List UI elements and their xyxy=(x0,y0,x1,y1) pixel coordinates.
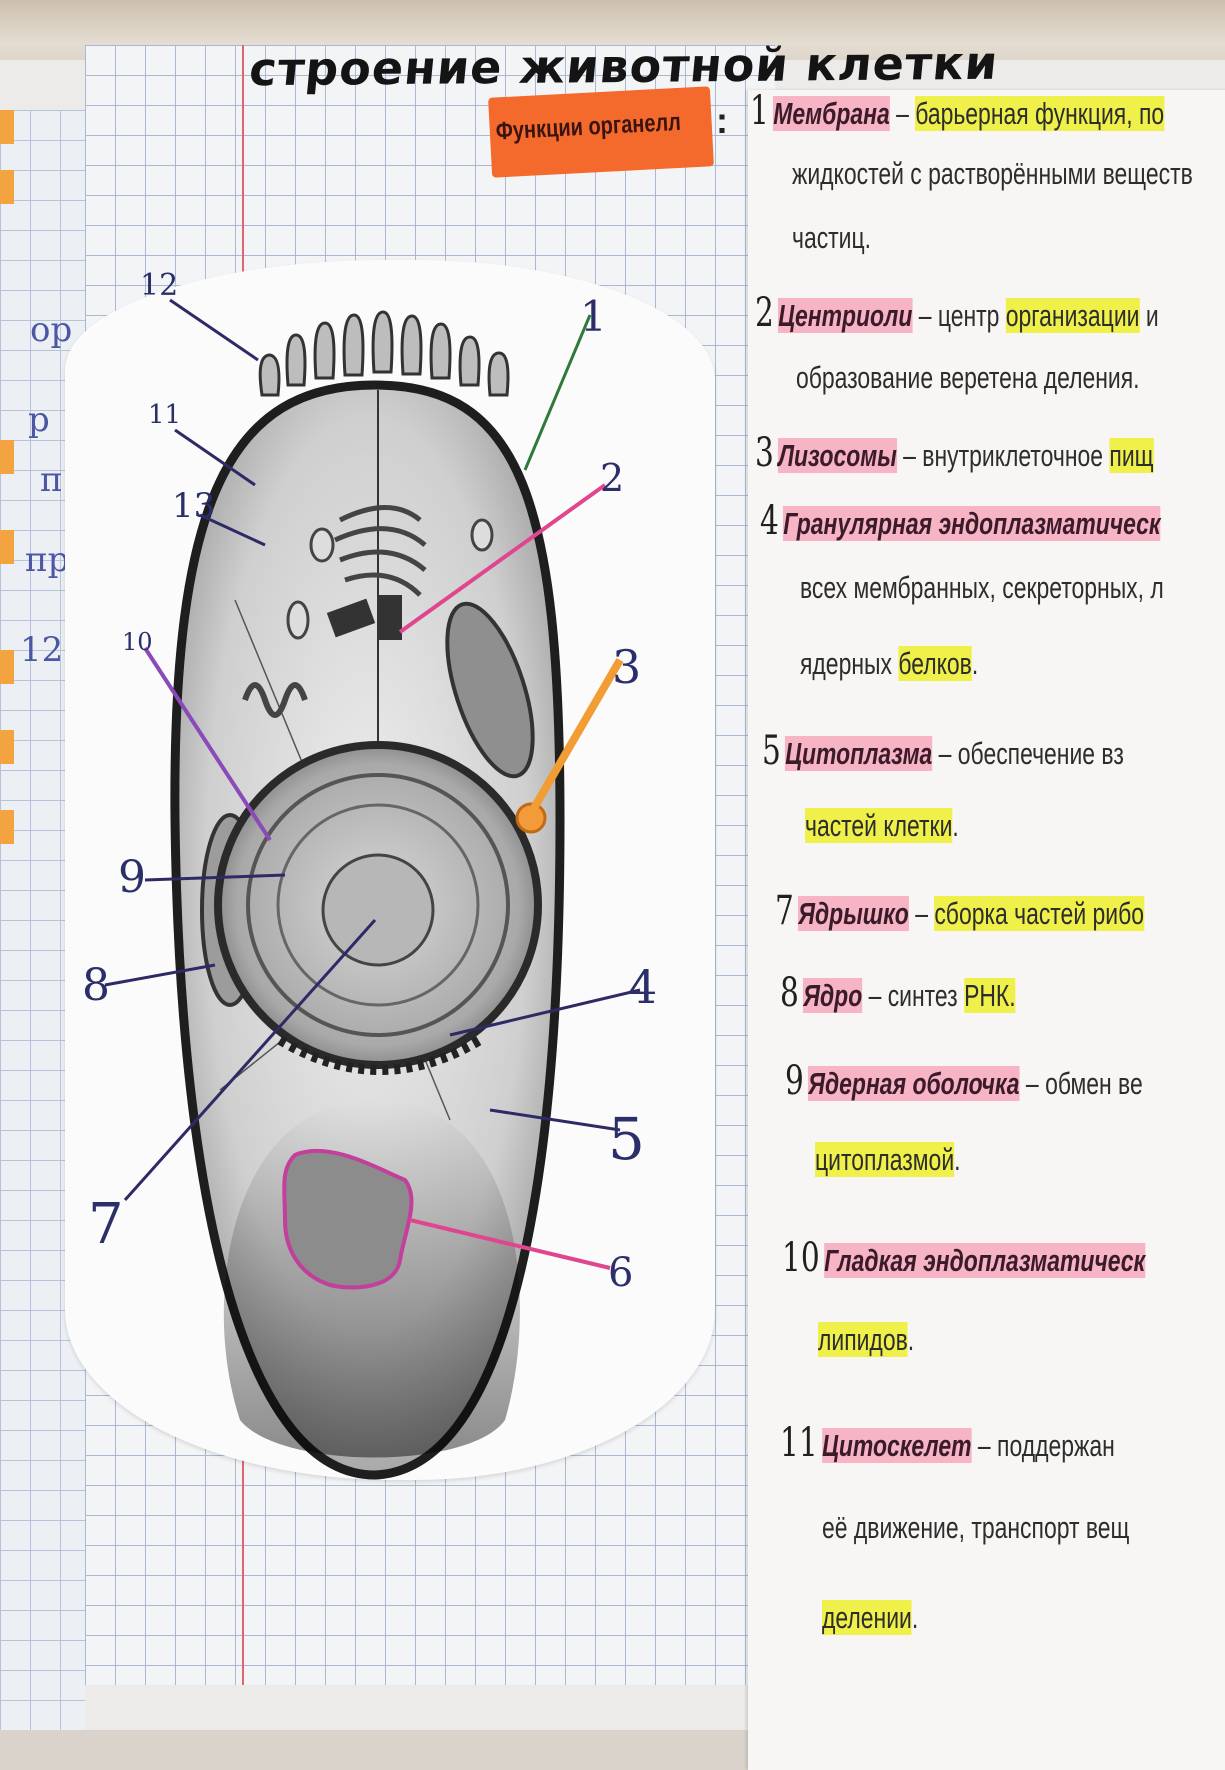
animal-cell-diagram xyxy=(104,298,641,1480)
orange-tab xyxy=(0,440,14,474)
entry-2-line-2: образование веретена деления. xyxy=(796,360,1140,395)
entry-term: Мембрана xyxy=(773,96,890,131)
centriole xyxy=(378,595,402,640)
orange-tab xyxy=(0,730,14,764)
margin-scribble: п xyxy=(40,460,63,500)
entry-number: 1 xyxy=(750,88,769,134)
entry-4-line-3: ядерных белков. xyxy=(800,646,979,681)
colon: : xyxy=(716,100,728,141)
label-11: 11 xyxy=(148,400,182,430)
label-1: 1 xyxy=(580,292,607,341)
lysosome xyxy=(515,802,547,834)
golgi-apparatus xyxy=(333,505,427,597)
label-12: 12 xyxy=(140,268,179,303)
label-6: 6 xyxy=(608,1250,634,1296)
entry-4-line-2: всех мембранных, секреторных, л xyxy=(800,570,1164,605)
label-5: 5 xyxy=(608,1105,645,1173)
label-9: 9 xyxy=(118,852,146,903)
vacuole xyxy=(282,1148,414,1290)
entry-9-line-2: цитоплазмой. xyxy=(815,1142,961,1177)
label-3: 3 xyxy=(612,640,642,694)
orange-tab xyxy=(0,170,14,204)
label-8: 8 xyxy=(82,960,110,1011)
microvilli xyxy=(258,310,510,397)
nucleolus xyxy=(321,853,435,967)
label-10: 10 xyxy=(122,628,153,656)
entry-11-line-3: делении. xyxy=(822,1600,919,1635)
entry-10-line-2: липидов. xyxy=(818,1322,915,1357)
entry-5-line-2: частей клетки. xyxy=(805,808,959,843)
margin-scribble: ор xyxy=(30,310,73,350)
margin-scribble: пр xyxy=(25,540,70,580)
mitochondrion xyxy=(445,601,535,779)
orange-tab xyxy=(0,810,14,844)
leader-lines xyxy=(104,298,641,1270)
label-13: 13 xyxy=(172,486,216,526)
margin-scribble: р xyxy=(28,400,50,440)
orange-tab xyxy=(0,650,14,684)
entry-1-line-2: жидкостей с растворёнными веществ xyxy=(792,156,1193,191)
entry-1-line-3: частиц. xyxy=(792,220,872,255)
margin-scribble: 12 xyxy=(20,630,64,670)
label-2: 2 xyxy=(600,456,625,500)
label-7: 7 xyxy=(88,1192,124,1257)
label-4: 4 xyxy=(628,960,658,1014)
orange-tab xyxy=(0,110,14,144)
orange-tab xyxy=(0,530,14,564)
centriole xyxy=(326,598,376,638)
entry-11-line-2: её движение, транспорт вещ xyxy=(822,1510,1130,1545)
